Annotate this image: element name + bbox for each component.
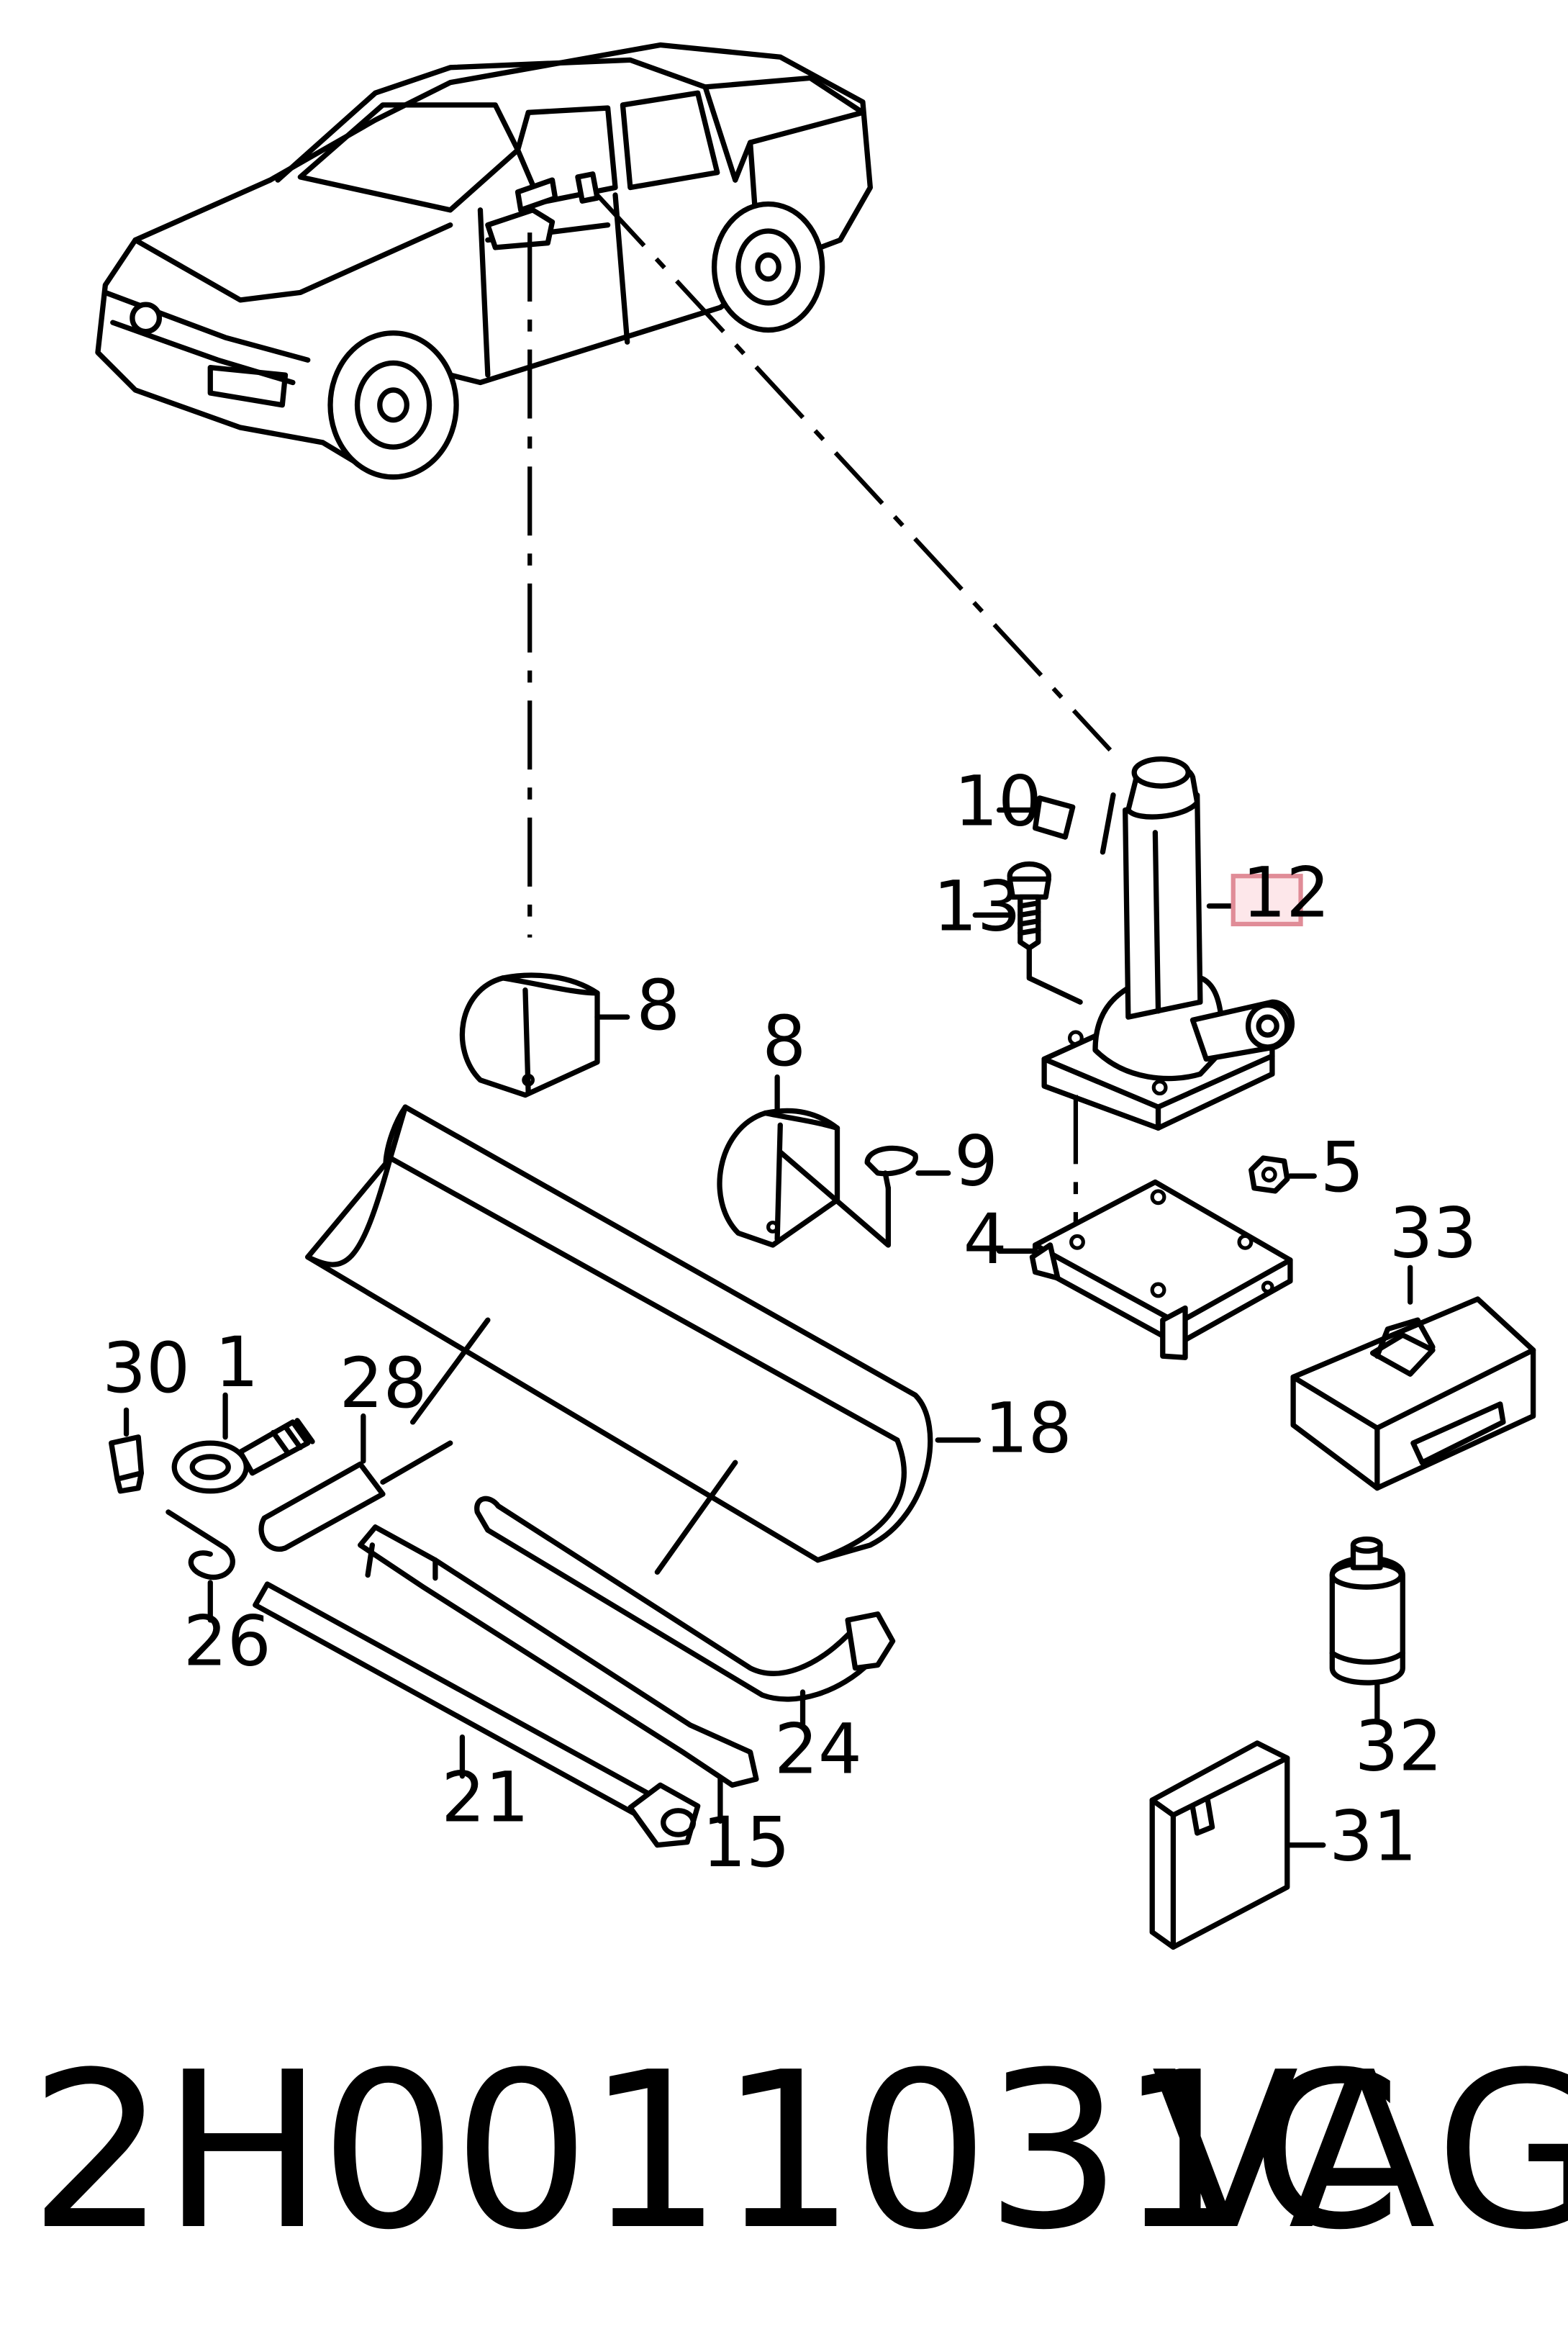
part-number-text: 2H0011031C	[29, 2026, 1402, 2277]
callout-8-lower: 8	[762, 1001, 806, 1082]
part-28-screwdriver	[258, 1413, 453, 1552]
part-1-towing-eye	[171, 1392, 315, 1494]
part-30-cap	[109, 1407, 145, 1494]
part-8-case-lower	[717, 1074, 840, 1248]
part-26-spring-clip	[166, 1509, 235, 1623]
callout-32: 32	[1355, 1706, 1443, 1786]
part-8-case-upper	[459, 972, 630, 1098]
callout-15: 15	[702, 1802, 790, 1883]
callout-4: 4	[964, 1199, 1007, 1280]
part-12-jack	[1041, 756, 1295, 1131]
part-33-tool-case	[1290, 1265, 1536, 1491]
callout-10: 10	[954, 761, 1042, 841]
part-21-wheel-brace	[253, 1581, 701, 1848]
callout-24: 24	[774, 1709, 862, 1790]
part-10-label-sticker	[996, 795, 1076, 840]
part-32-canister	[1329, 1536, 1405, 1725]
callout-21: 21	[441, 1757, 529, 1837]
callout-12: 12	[1242, 853, 1330, 933]
part-24-crank-handle	[474, 1496, 896, 1728]
part-18-tray	[305, 1104, 982, 1575]
callout-12-highlight	[1231, 874, 1303, 927]
callout-18: 18	[984, 1388, 1072, 1469]
part-9-clip	[777, 1145, 951, 1248]
parts-diagram: 8 8 9 18 30 1	[95, 42, 1536, 1950]
callout-5: 5	[1320, 1127, 1364, 1208]
callout-1: 1	[215, 1322, 259, 1403]
storage-location-marker-b	[575, 171, 600, 204]
callout-33: 33	[1390, 1193, 1477, 1274]
callout-13: 13	[933, 866, 1021, 946]
callout-28: 28	[340, 1343, 427, 1424]
callout-26: 26	[183, 1601, 271, 1682]
part-31-manual-booklet	[1149, 1740, 1326, 1950]
storage-location-marker-a	[515, 177, 558, 213]
brand-text: VAG	[1151, 2026, 1568, 2277]
part-5-nut	[1248, 1155, 1317, 1194]
callout-30: 30	[102, 1328, 190, 1408]
leader-line-vehicle-to-jack	[595, 193, 1112, 752]
callout-8-upper: 8	[636, 965, 680, 1046]
part-15-extension-bar	[358, 1524, 759, 1824]
vehicle-pickup-illustration	[95, 42, 873, 480]
callout-31: 31	[1329, 1796, 1417, 1877]
part-13-bolt	[972, 861, 1083, 1005]
part-4-mounting-plate	[996, 1179, 1293, 1360]
callout-9: 9	[954, 1121, 998, 1202]
